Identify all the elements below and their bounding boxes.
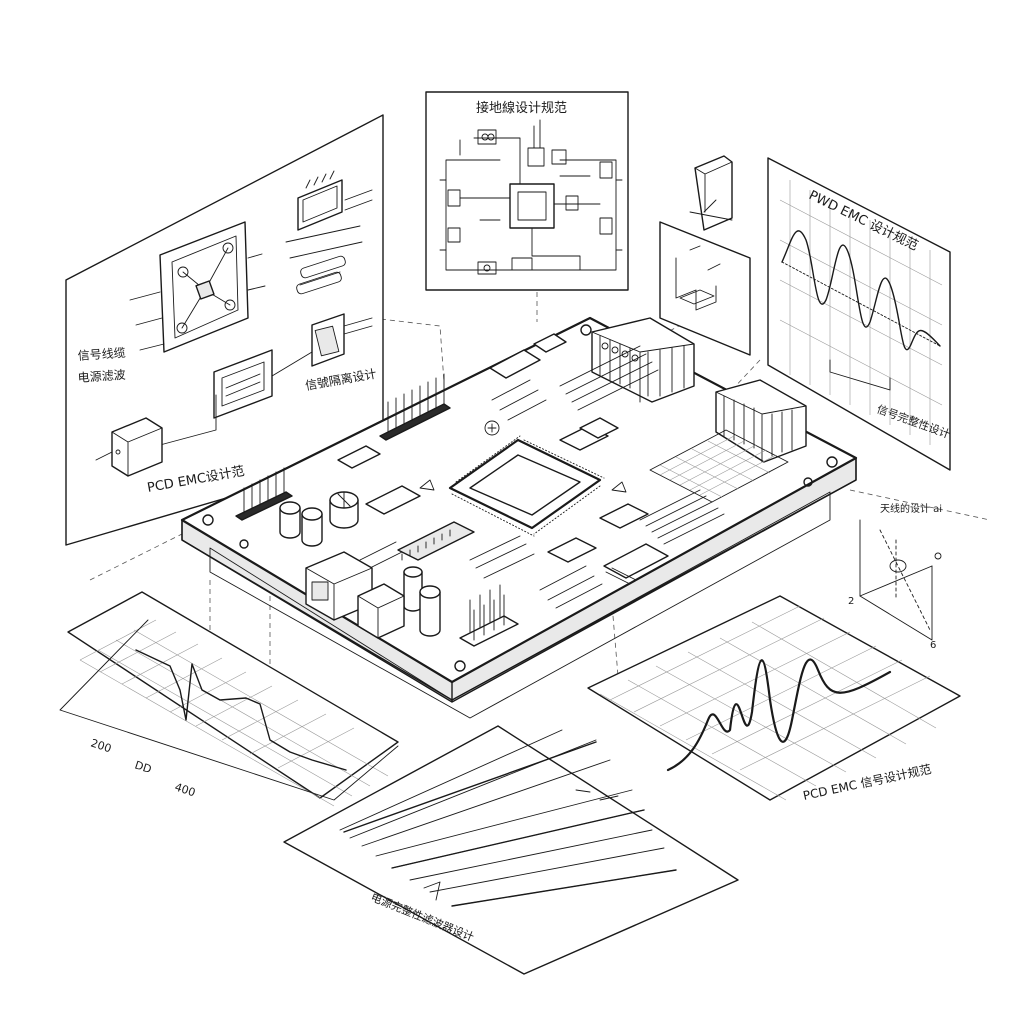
right-axis-title: 天线的设计 ai bbox=[880, 502, 942, 515]
left-schematic-panel: 信号线缆 电源滤波 信號隔离设计 PCD EMC设计范 bbox=[65, 114, 384, 546]
left-chart-tick-2: DD bbox=[133, 758, 153, 776]
front-connectors bbox=[305, 551, 405, 639]
right-axis-tick-1: 2 bbox=[848, 596, 854, 607]
ground-design-panel: 接地線设计规范 bbox=[425, 91, 629, 291]
left-panel-note-2: 电源滤波 bbox=[77, 368, 126, 385]
ground-panel-title: 接地線设计规范 bbox=[476, 100, 567, 116]
pcb-board bbox=[180, 316, 858, 719]
pin-header-bottom bbox=[459, 584, 519, 647]
pin-header-left bbox=[235, 467, 293, 521]
left-panel-note-1: 信号线缆 bbox=[77, 346, 126, 363]
capacitors bbox=[279, 491, 441, 637]
terminal-block-top bbox=[591, 317, 695, 403]
left-chart-tick-3: 400 bbox=[173, 780, 197, 799]
right-waveform-panel: PWD EMC 设计规范 信号完整性设计 bbox=[767, 157, 952, 471]
iso-detail-top bbox=[689, 155, 733, 231]
iso-detail-box bbox=[659, 221, 751, 356]
left-chart-tick-1: 200 bbox=[89, 736, 113, 755]
pad-field bbox=[649, 429, 789, 503]
ic-chips bbox=[337, 333, 669, 585]
right-axis-tick-2: 6 bbox=[930, 640, 936, 651]
bottom-right-chart: PCD EMC 信号设计规范 bbox=[587, 595, 961, 803]
bottom-left-chart: 200 DD 400 bbox=[59, 591, 399, 807]
pin-header-top bbox=[379, 373, 451, 441]
right-axis-diagram: 天线的设计 ai 2 6 bbox=[848, 502, 942, 651]
terminal-block-right bbox=[715, 379, 807, 463]
resistor-rows bbox=[359, 345, 725, 609]
